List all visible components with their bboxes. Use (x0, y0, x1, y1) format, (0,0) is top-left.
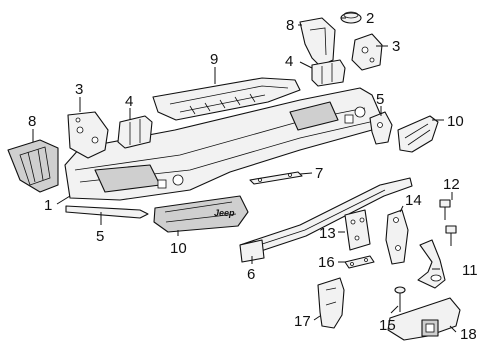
tow-hook (417, 239, 446, 289)
lower-trim-strip (65, 205, 149, 219)
callout-3-left: 3 (75, 81, 83, 98)
callout-6: 6 (247, 266, 255, 283)
hinge-bracket (385, 209, 409, 265)
center-step-pad: Jeep (153, 195, 249, 233)
callout-5-right: 5 (376, 91, 384, 108)
callout-10-right: 10 (447, 113, 464, 130)
callout-10-lower: 10 (170, 240, 187, 257)
right-mounting-bracket (311, 59, 346, 87)
mounting-plate (344, 209, 371, 251)
leader-lines (32, 17, 457, 333)
callout-17: 17 (294, 313, 311, 330)
left-upper-bracket (67, 111, 109, 159)
upper-step-pad (152, 77, 301, 121)
reinforcement-strip (249, 171, 303, 185)
callout-8-left: 8 (28, 113, 36, 130)
callout-7: 7 (315, 165, 323, 182)
callout-11: 11 (462, 262, 478, 279)
callout-13: 13 (319, 225, 336, 242)
left-mounting-bracket (117, 115, 153, 149)
right-end-cap-bracket (299, 17, 336, 67)
callout-12: 12 (443, 176, 460, 193)
hitch-receiver (387, 297, 461, 341)
left-end-cap (7, 139, 59, 193)
callout-4-left: 4 (125, 93, 133, 110)
callout-numbers: 1 2 3 3 4 4 5 5 6 7 8 8 9 10 10 11 12 13… (28, 10, 478, 343)
bolt-set (439, 199, 457, 246)
right-small-bracket (369, 111, 393, 145)
callout-15: 15 (379, 317, 396, 334)
callout-9: 9 (210, 51, 218, 68)
brand-logo-text: Jeep (214, 208, 235, 218)
callout-5-left: 5 (96, 228, 104, 245)
callout-4-right: 4 (285, 53, 293, 70)
right-end-cap (397, 115, 439, 153)
callout-14: 14 (405, 192, 422, 209)
callout-2: 2 (366, 10, 374, 27)
right-upper-bracket (351, 33, 383, 71)
tow-loop-bracket (317, 277, 345, 329)
hitch-bolt (394, 286, 406, 312)
rear-bumper (64, 87, 383, 201)
callout-8-right: 8 (286, 17, 294, 34)
callout-1: 1 (44, 197, 52, 214)
callout-18: 18 (460, 326, 477, 343)
callout-3-right: 3 (392, 38, 400, 55)
lower-frame-beam (239, 177, 413, 263)
link-bracket (344, 255, 375, 269)
callout-16: 16 (318, 254, 335, 271)
